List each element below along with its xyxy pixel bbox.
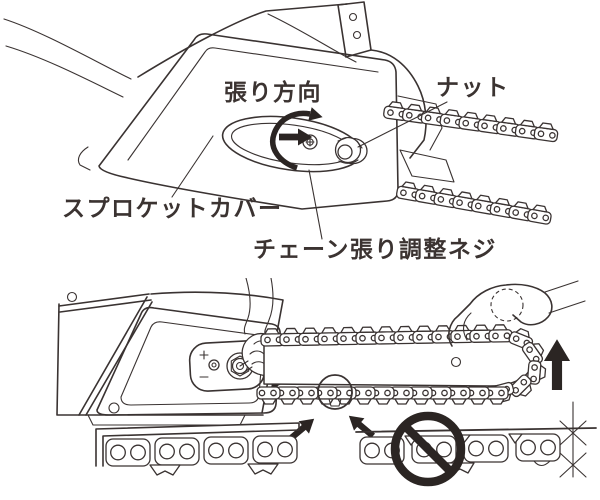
- chain-rail-closeup: [95, 422, 300, 476]
- prohibition-icon: [390, 411, 466, 487]
- figure-tension-adjustment: [0, 278, 600, 500]
- drive-link-tang: [328, 398, 342, 407]
- figure-tensioner-parts: 張り方向 ナット スプロケットカバー チェーン張り調整ネジ: [3, 1, 560, 263]
- saw-chain-bottom-run: [395, 180, 554, 226]
- tensioner-parts-drawing: [3, 1, 560, 240]
- tension-adjustment-drawing: [56, 278, 597, 487]
- rotate-direction-arrow-icon: [270, 107, 323, 171]
- pull-chain-up-arrow-icon: [543, 339, 571, 390]
- tension-gap-dimension-icon: [559, 401, 587, 478]
- bar-nut: [334, 136, 368, 165]
- leader-line-tension-screw: [308, 169, 323, 240]
- label-sprocket-cover: スプロケットカバー: [62, 196, 283, 222]
- label-tension-direction: 張り方向: [224, 80, 322, 106]
- pointing-hand-icon: [448, 280, 586, 347]
- rear-handle-outline: [3, 18, 132, 171]
- leader-line-nut: [357, 101, 448, 148]
- label-nut: ナット: [436, 75, 510, 101]
- leader-line-sprocket-cover: [171, 135, 214, 198]
- label-chain-tension-screw: チェーン張り調整ネジ: [253, 237, 497, 263]
- inspection-circle-icon: [317, 374, 353, 410]
